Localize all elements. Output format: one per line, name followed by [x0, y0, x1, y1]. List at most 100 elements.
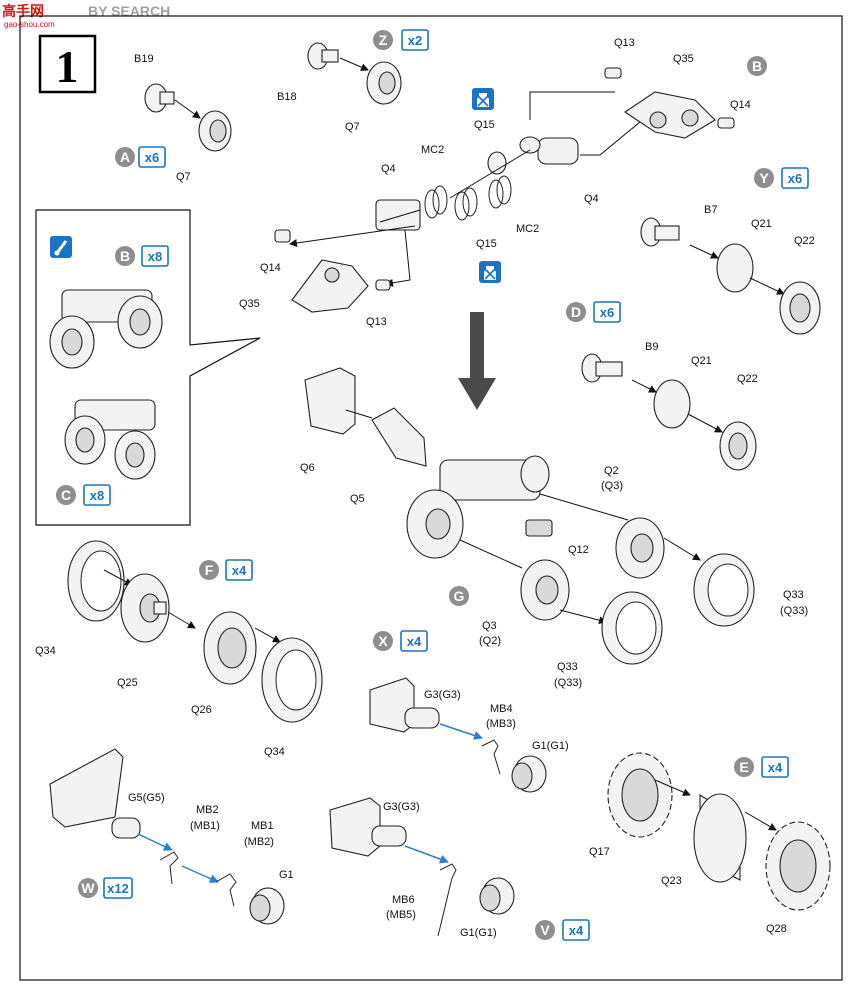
badge-B-inset: B x8: [115, 245, 169, 267]
part-label: MC2: [421, 144, 444, 156]
part-label: MB1: [251, 820, 274, 832]
no-glue-icon: [472, 88, 494, 110]
part-label: Q22: [737, 373, 758, 385]
svg-text:x6: x6: [600, 305, 614, 320]
part-label: (Q33): [780, 605, 808, 617]
watermark-tag: BY SEARCH: [88, 3, 170, 19]
badge-W: W x12: [78, 877, 133, 899]
part-label: Q33: [557, 661, 578, 673]
part-label: (Q2): [479, 635, 501, 647]
svg-text:x8: x8: [148, 249, 162, 264]
part-label: Q25: [117, 677, 138, 689]
part-label: B9: [645, 341, 658, 353]
svg-text:B: B: [752, 58, 762, 74]
svg-text:x6: x6: [788, 171, 802, 186]
svg-text:V: V: [540, 922, 550, 938]
part-label: (MB1): [190, 820, 220, 832]
svg-text:x4: x4: [232, 563, 247, 578]
part-label: Q26: [191, 704, 212, 716]
svg-text:Z: Z: [379, 32, 388, 48]
part-label: Q35: [239, 298, 260, 310]
part-label: G3(G3): [424, 689, 461, 701]
svg-text:x4: x4: [407, 634, 422, 649]
part-label: Q12: [568, 544, 589, 556]
assembly-X: [369, 677, 547, 793]
part-label: Q34: [35, 645, 56, 657]
bogie-view-B: [49, 289, 163, 369]
svg-text:W: W: [81, 880, 95, 896]
assembly-W: [49, 748, 285, 925]
assembly-D: [581, 353, 757, 471]
part-label: (Q33): [554, 677, 582, 689]
part-label: B7: [704, 204, 717, 216]
watermark-url: gao-shou.com: [4, 20, 55, 29]
part-label: G1(G1): [460, 927, 497, 939]
part-label: Q33: [783, 589, 804, 601]
part-label: Q34: [264, 746, 285, 758]
svg-text:x6: x6: [145, 150, 159, 165]
badge-X: X x4: [373, 630, 428, 652]
badge-B-top: B: [747, 56, 767, 76]
part-label: MB6: [392, 894, 415, 906]
part-label: (Q3): [601, 480, 623, 492]
down-arrow: [458, 312, 496, 410]
badge-D: D x6: [566, 301, 621, 323]
badge-F: F x4: [199, 559, 253, 581]
svg-text:F: F: [205, 562, 214, 578]
badge-Y: Y x6: [754, 167, 809, 189]
part-label: (MB2): [244, 836, 274, 848]
assembly-G: [304, 367, 755, 665]
part-label: (MB5): [386, 909, 416, 921]
part-label: Q7: [345, 121, 360, 133]
badge-V: V x4: [535, 919, 590, 941]
page-frame: [19, 15, 843, 981]
part-label: B19: [134, 53, 154, 65]
part-label: Q5: [350, 493, 365, 505]
part-label: Q4: [584, 193, 599, 205]
svg-text:E: E: [739, 759, 748, 775]
part-labels: B19 Q7 B18 Q7 Q13 Q35 Q14 Q15 MC2 Q4 Q4 …: [35, 37, 815, 939]
badge-G: G: [449, 586, 469, 606]
svg-text:B: B: [120, 248, 130, 264]
part-label: Q21: [691, 355, 712, 367]
part-label: Q15: [476, 238, 497, 250]
assembly-F: [67, 540, 323, 723]
no-glue-icon: [479, 261, 501, 283]
paint-icon: [50, 236, 72, 258]
part-label: G3(G3): [383, 801, 420, 813]
watermark-brand: 高手网: [2, 3, 44, 19]
assembly-Z: [307, 42, 402, 105]
part-label: Q7: [176, 171, 191, 183]
part-label: MB4: [490, 703, 513, 715]
svg-text:x12: x12: [107, 881, 129, 896]
part-label: (MB3): [486, 718, 516, 730]
assembly-Y: [640, 217, 821, 335]
part-label: G5(G5): [128, 792, 165, 804]
part-label: Q15: [474, 119, 495, 131]
part-label: Q2: [604, 465, 619, 477]
badge-Z: Z x2: [373, 29, 429, 51]
step-number: 1: [56, 41, 79, 92]
svg-text:x4: x4: [768, 760, 783, 775]
svg-text:A: A: [120, 149, 130, 165]
part-label: MB2: [196, 804, 219, 816]
watermark: 高手网 BY SEARCH gao-shou.com: [2, 3, 170, 29]
inset-panel: B x8 C x8: [35, 209, 261, 526]
part-label: G1(G1): [532, 740, 569, 752]
part-label: Q14: [730, 99, 751, 111]
svg-text:D: D: [571, 304, 581, 320]
part-label: MC2: [516, 223, 539, 235]
part-label: Q23: [661, 875, 682, 887]
assembly-E: [607, 752, 831, 911]
part-label: G1: [279, 869, 294, 881]
svg-text:x2: x2: [408, 33, 422, 48]
part-label: Q13: [614, 37, 635, 49]
svg-text:Y: Y: [759, 170, 769, 186]
part-label: Q14: [260, 262, 281, 274]
part-label: B18: [277, 91, 297, 103]
part-label: Q4: [381, 163, 396, 175]
part-label: Q13: [366, 316, 387, 328]
assembly-A: [144, 83, 232, 152]
bogie-view-C: [64, 399, 156, 480]
